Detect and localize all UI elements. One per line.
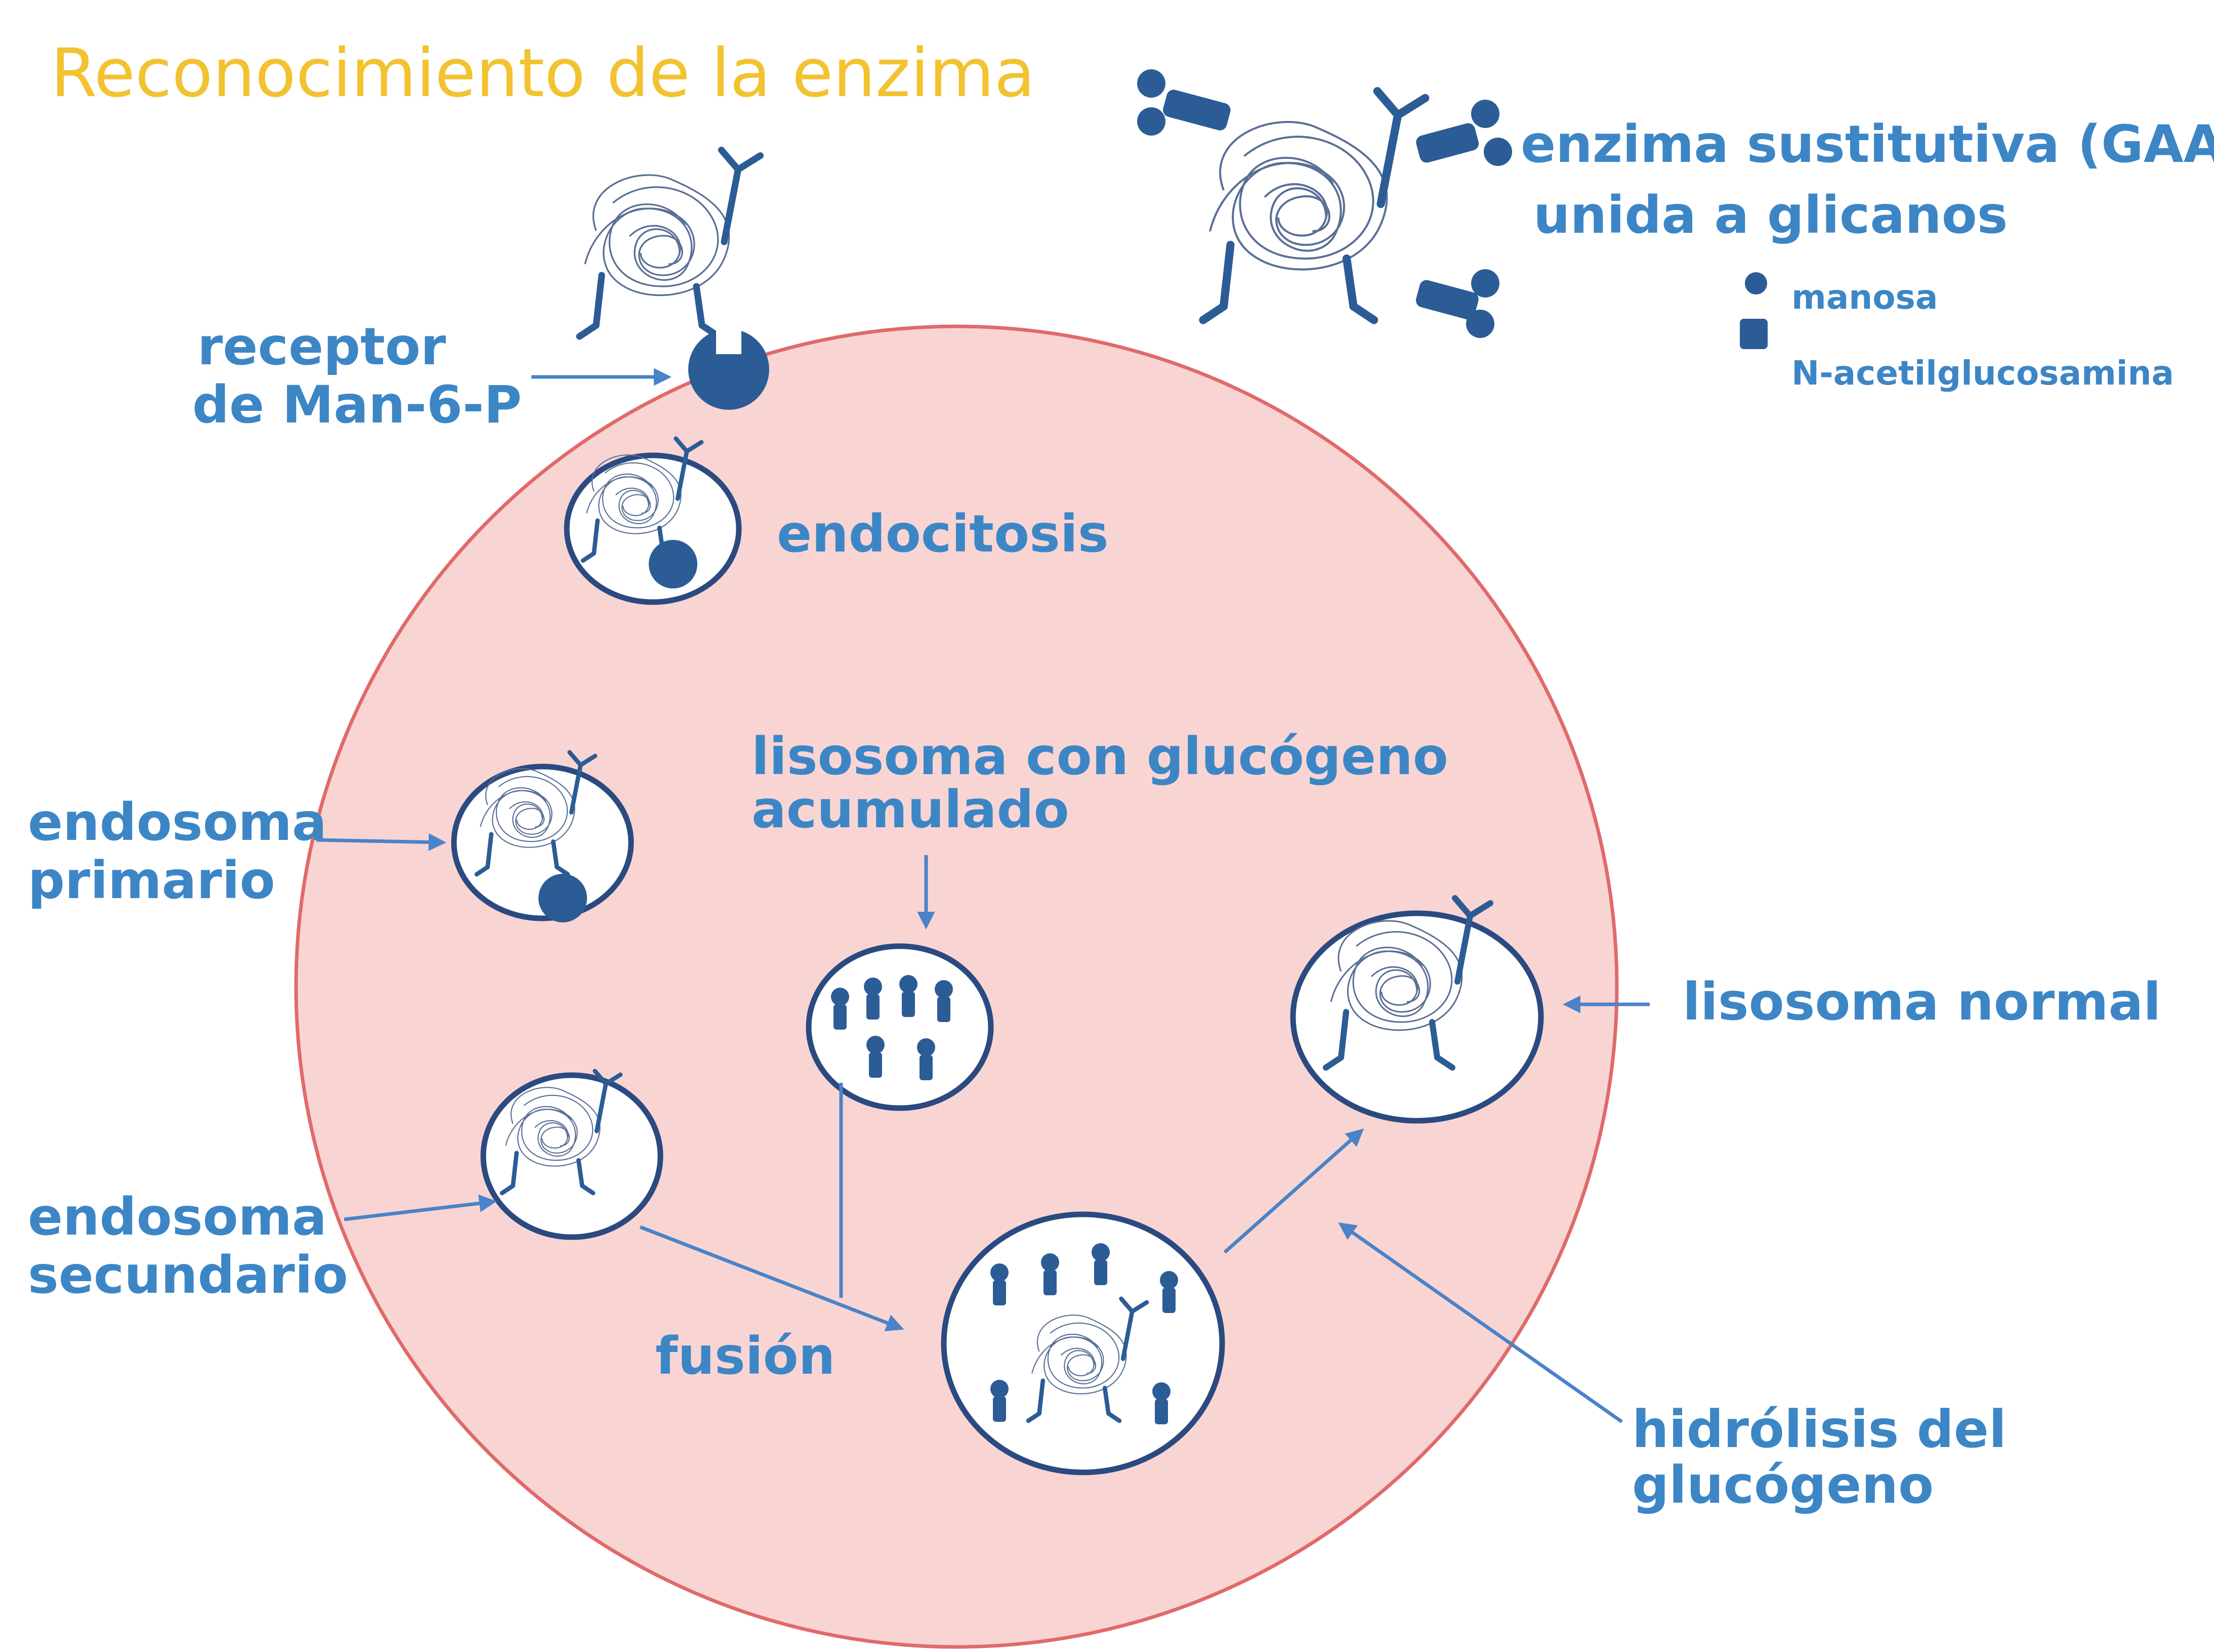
enzyme-at-receptor-icon <box>579 150 769 410</box>
label-endosoma-primario-1: endosoma <box>28 792 327 853</box>
label-endosoma-primario-2: primario <box>28 851 275 911</box>
label-receptor-2: de Man-6-P <box>192 375 522 435</box>
arrow-to-normal-lysosome <box>1223 1128 1364 1254</box>
legend-mannose: manosa <box>1791 278 1938 317</box>
primary-endosome <box>451 752 634 922</box>
endocytosis-vesicle <box>564 439 742 605</box>
label-receptor-1: receptor <box>197 317 446 377</box>
label-endosoma-secundario-1: endosoma <box>28 1187 327 1247</box>
label-lisosoma-normal: lisosoma normal <box>1683 972 2161 1032</box>
fused-lysosome <box>941 1211 1225 1475</box>
label-lisosoma-glucogeno-1: lisosoma con glucógeno <box>751 727 1448 787</box>
arrow-endosoma-primario <box>316 833 446 851</box>
label-fusion: fusión <box>655 1326 835 1386</box>
legend-line-2: unida a glicanos <box>1533 185 2008 245</box>
label-lisosoma-glucogeno-2: acumulado <box>751 780 1069 840</box>
label-hidrolisis-2: glucógeno <box>1632 1455 1934 1515</box>
label-endosoma-secundario-2: secundario <box>28 1245 348 1305</box>
legend-line-1: enzima sustitutiva (GAA) <box>1521 114 2214 175</box>
glcnac-legend-icon <box>1740 319 1768 349</box>
legend-glcnac: N-acetilglucosamina <box>1791 354 2174 393</box>
arrow-hidrolisis <box>1338 1222 1623 1423</box>
label-endocitosis: endocitosis <box>777 504 1109 564</box>
label-hidrolisis-1: hidrólisis del <box>1632 1400 2007 1460</box>
arrow-endosoma-secundario <box>344 1194 497 1221</box>
arrow-fusion-from-endosome <box>639 1225 904 1332</box>
mannose-legend-icon <box>1745 272 1767 294</box>
glycogen-lysosome <box>806 943 994 1111</box>
secondary-endosome <box>480 1071 663 1240</box>
diagram-title: Reconocimiento de la enzima <box>51 34 1035 112</box>
legend-enzyme-icon <box>1137 69 1512 338</box>
normal-lysosome <box>1290 898 1544 1124</box>
